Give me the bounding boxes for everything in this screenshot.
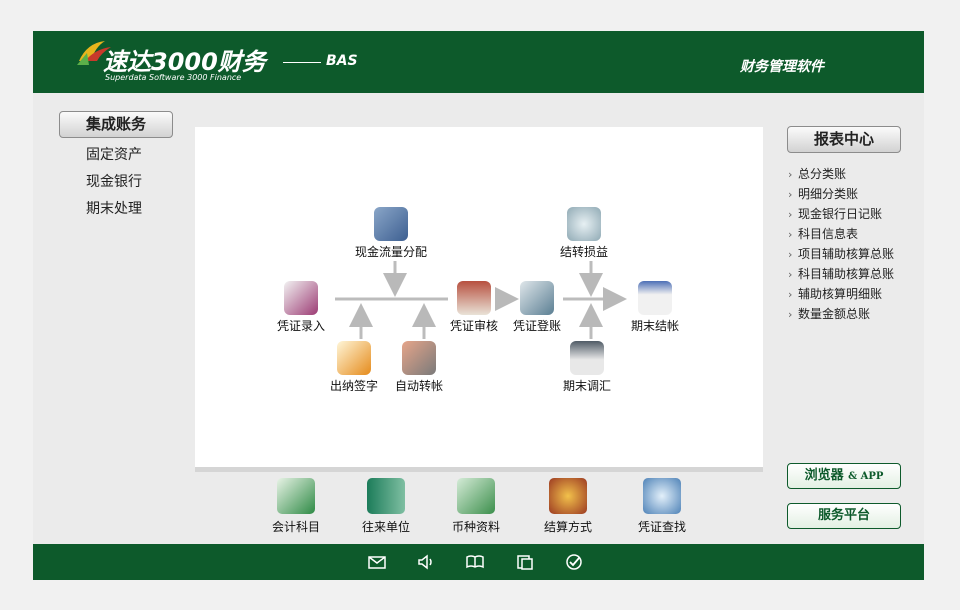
flow-label: 结转损益 <box>560 245 609 259</box>
chevron-right-icon: › <box>788 308 793 321</box>
nav-item-period-end[interactable]: 期末处理 <box>86 201 142 217</box>
flow-voucher-audit[interactable]: 凭证审核 <box>450 281 498 334</box>
copy-icon[interactable] <box>515 552 535 572</box>
flow-voucher-entry[interactable]: 凭证录入 <box>277 281 325 334</box>
target-icon <box>567 207 601 241</box>
chevron-right-icon: › <box>788 228 793 241</box>
tool-label: 会计科目 <box>271 520 320 534</box>
auto-transfer-icon <box>402 341 436 375</box>
flow-label: 自动转帐 <box>395 379 444 393</box>
logo-icon <box>77 41 111 65</box>
chevron-right-icon: › <box>788 268 793 281</box>
tool-label: 凭证查找 <box>637 520 686 534</box>
pie-chart-icon <box>549 478 587 514</box>
tool-label: 往来单位 <box>361 520 410 534</box>
flow-label: 凭证审核 <box>450 319 499 333</box>
tool-currencies[interactable]: 币种资料 <box>441 478 511 535</box>
chevron-right-icon: › <box>788 188 793 201</box>
report-item[interactable]: › 科目信息表 <box>788 225 858 242</box>
flow-carry-profit-loss[interactable]: 结转损益 <box>560 207 608 260</box>
nav-item-cash-bank[interactable]: 现金银行 <box>86 174 142 190</box>
flow-cash-flow-allocation[interactable]: 现金流量分配 <box>355 207 427 260</box>
flow-label: 期末结帐 <box>631 319 680 333</box>
speaker-icon[interactable] <box>416 552 436 572</box>
report-item[interactable]: › 现金银行日记账 <box>788 205 882 222</box>
report-item[interactable]: › 科目辅助核算总账 <box>788 265 894 282</box>
flow-label: 出纳签字 <box>330 379 379 393</box>
workflow-canvas: 现金流量分配 结转损益 凭证录入 凭证审核 凭证登账 期末结帐 出纳签字 自动 <box>195 127 763 472</box>
chevron-right-icon: › <box>788 288 793 301</box>
pencil-sign-icon <box>337 341 371 375</box>
check-circle-icon[interactable] <box>564 552 584 572</box>
flow-period-close[interactable]: 期末结帐 <box>631 281 679 334</box>
spreadsheet-icon <box>277 478 315 514</box>
browser-button-suffix: & APP <box>848 471 884 482</box>
workflow-arrows <box>335 261 627 339</box>
logo-divider <box>283 62 321 63</box>
flow-auto-transfer[interactable]: 自动转帐 <box>395 341 443 394</box>
flow-label: 现金流量分配 <box>355 245 428 259</box>
report-item[interactable]: › 明细分类账 <box>788 185 858 202</box>
chevron-right-icon: › <box>788 168 793 181</box>
report-item-label: 总分类账 <box>798 167 847 181</box>
report-item[interactable]: › 总分类账 <box>788 165 846 182</box>
flow-label: 期末调汇 <box>563 379 612 393</box>
nav-item-fixed-assets[interactable]: 固定资产 <box>86 147 142 163</box>
tool-label: 结算方式 <box>543 520 592 534</box>
logo-subtitle: Superdata Software 3000 Finance <box>105 73 242 82</box>
chevron-right-icon: › <box>788 248 793 261</box>
report-center-button[interactable]: 报表中心 <box>787 126 901 153</box>
report-item-label: 明细分类账 <box>798 187 859 201</box>
tool-voucher-search[interactable]: 凭证查找 <box>627 478 697 535</box>
tool-settlement-methods[interactable]: 结算方式 <box>533 478 603 535</box>
tool-label: 币种资料 <box>451 520 500 534</box>
service-platform-button[interactable]: 服务平台 <box>787 503 901 529</box>
flow-period-adjust[interactable]: 期末调汇 <box>563 341 611 394</box>
tool-contacts[interactable]: 往来单位 <box>351 478 421 535</box>
header-bar: 速达3000财务 Superdata Software 3000 Finance… <box>33 31 924 93</box>
logo-title: 速达3000财务 <box>103 48 266 76</box>
report-item-label: 现金银行日记账 <box>798 207 883 221</box>
voucher-entry-icon <box>284 281 318 315</box>
pen-document-icon <box>520 281 554 315</box>
nav-integrated-accounts-button[interactable]: 集成账务 <box>59 111 173 138</box>
calendar-adjust-icon <box>570 341 604 375</box>
report-item-label: 数量金额总账 <box>798 307 871 321</box>
mail-icon[interactable] <box>367 552 387 572</box>
report-item-label: 科目信息表 <box>798 227 859 241</box>
tool-accounting-subjects[interactable]: 会计科目 <box>261 478 331 535</box>
edition-label: BAS <box>326 53 358 69</box>
report-item-label: 项目辅助核算总账 <box>798 247 895 261</box>
magnifier-icon <box>643 478 681 514</box>
calendar-icon <box>638 281 672 315</box>
book-icon[interactable] <box>465 552 485 572</box>
tool-bar: 会计科目 往来单位 币种资料 结算方式 凭证查找 <box>195 472 763 544</box>
report-item[interactable]: › 数量金额总账 <box>788 305 870 322</box>
browser-app-button[interactable]: 浏览器 & APP <box>787 463 901 489</box>
flow-label: 凭证录入 <box>277 319 326 333</box>
dollar-icon <box>457 478 495 514</box>
address-book-icon <box>367 478 405 514</box>
currency-exchange-icon <box>374 207 408 241</box>
product-name: 财务管理软件 <box>740 59 824 75</box>
flow-cashier-sign[interactable]: 出纳签字 <box>330 341 378 394</box>
footer-bar <box>33 544 924 580</box>
browser-button-label: 浏览器 <box>804 468 844 483</box>
chevron-right-icon: › <box>788 208 793 221</box>
flow-label: 凭证登账 <box>513 319 562 333</box>
report-item[interactable]: › 辅助核算明细账 <box>788 285 882 302</box>
flow-voucher-posting[interactable]: 凭证登账 <box>513 281 561 334</box>
app-window: 速达3000财务 Superdata Software 3000 Finance… <box>33 31 924 580</box>
report-item-label: 辅助核算明细账 <box>798 287 883 301</box>
report-item-label: 科目辅助核算总账 <box>798 267 895 281</box>
report-item[interactable]: › 项目辅助核算总账 <box>788 245 894 262</box>
ledger-icon <box>457 281 491 315</box>
